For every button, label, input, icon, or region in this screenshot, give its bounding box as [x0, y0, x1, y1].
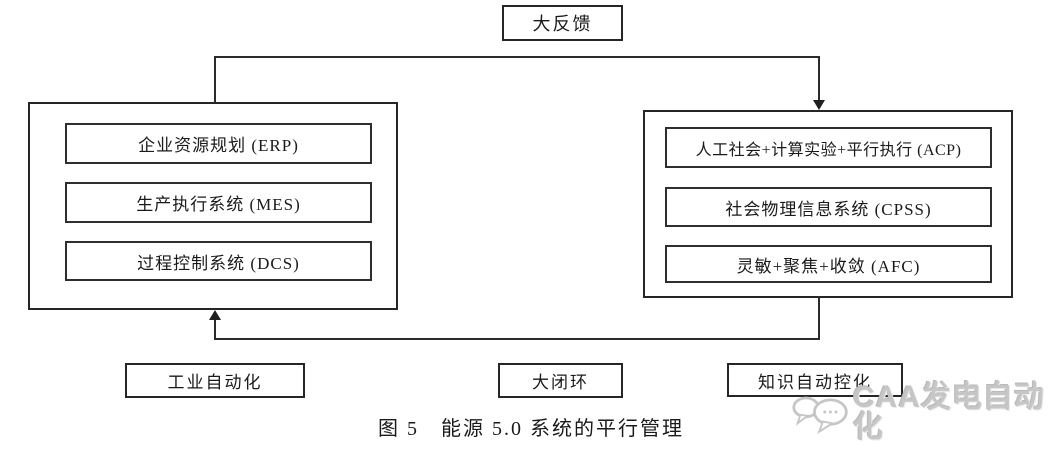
bottom-feedback-line-right-vertical: [818, 296, 820, 340]
cpss-label: 社会物理信息系统 (CPSS): [725, 199, 932, 219]
figure-caption: 图 5 能源 5.0 系统的平行管理: [378, 418, 684, 440]
afc-box: 灵敏+聚焦+收敛 (AFC): [665, 245, 992, 283]
bottom-feedback-line-horizontal: [214, 338, 820, 340]
big-closed-loop-label: 大闭环: [532, 373, 589, 392]
big-closed-loop-box: 大闭环: [498, 363, 623, 398]
big-feedback-box: 大反馈: [502, 5, 623, 41]
bottom-feedback-line-left-vertical: [214, 319, 216, 340]
top-feedback-line-right-vertical: [818, 56, 820, 102]
erp-label: 企业资源规划 (ERP): [138, 136, 299, 155]
acp-box: 人工社会+计算实验+平行执行 (ACP): [665, 127, 992, 168]
top-feedback-line-left-vertical: [214, 56, 216, 103]
dcs-box: 过程控制系统 (DCS): [65, 241, 372, 281]
industrial-automation-box: 工业自动化: [125, 363, 305, 398]
top-feedback-line-horizontal: [214, 56, 820, 58]
arrow-down-icon: [813, 100, 825, 110]
cpss-box: 社会物理信息系统 (CPSS): [665, 187, 992, 227]
acp-label: 人工社会+计算实验+平行执行 (ACP): [695, 141, 962, 159]
industrial-automation-label: 工业自动化: [167, 373, 263, 392]
erp-box: 企业资源规划 (ERP): [65, 123, 372, 164]
afc-label: 灵敏+聚焦+收敛 (AFC): [736, 256, 921, 276]
big-feedback-label: 大反馈: [532, 14, 593, 34]
dcs-label: 过程控制系统 (DCS): [137, 253, 300, 273]
mes-box: 生产执行系统 (MES): [65, 182, 372, 223]
mes-label: 生产执行系统 (MES): [136, 195, 301, 214]
arrow-up-icon: [209, 310, 221, 320]
knowledge-automation-box: 知识自动控化: [727, 363, 903, 397]
knowledge-automation-label: 知识自动控化: [758, 372, 872, 392]
